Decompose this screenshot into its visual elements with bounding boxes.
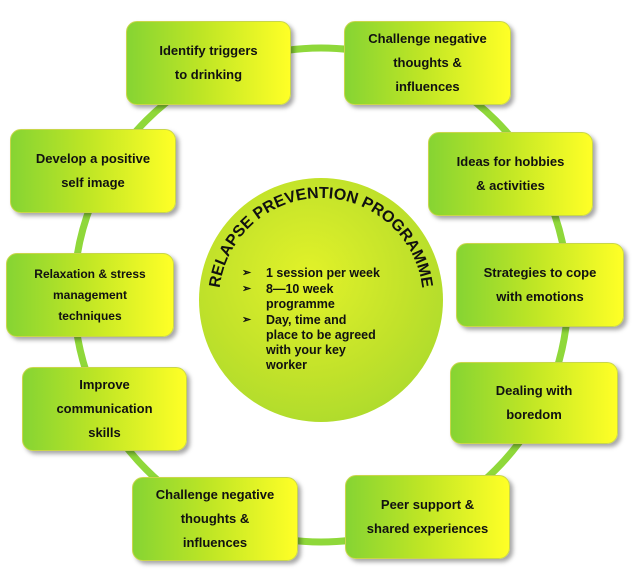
box-label-line: with emotions xyxy=(496,289,584,304)
center-circle xyxy=(199,178,443,422)
box-label-line: Challenge negative xyxy=(368,31,487,46)
center-bullet-line: 8—10 week xyxy=(266,282,334,296)
center-bullet-line: with your key xyxy=(266,343,346,357)
box-label-line: techniques xyxy=(58,308,122,323)
box-label-line: Peer support & xyxy=(380,497,475,512)
center-title-arc: RELAPSE PREVENTION PROGRAMME xyxy=(207,185,436,289)
box-communication: Improve communication skills xyxy=(22,367,187,451)
box-label-line: management xyxy=(52,287,127,302)
box-label-line: Develop a positive xyxy=(35,151,151,166)
box-label-line: influences xyxy=(395,79,460,94)
box-label-line: to drinking xyxy=(174,67,243,82)
center-bullet: ➢ 1 session per week xyxy=(242,266,412,281)
box-label-line: shared experiences xyxy=(366,521,489,536)
box-challenge-negative-bottom: Challenge negative thoughts & influences xyxy=(132,477,298,561)
box-label: Identify triggers to drinking xyxy=(159,39,257,87)
box-label-line: & activities xyxy=(476,178,545,193)
box-label-line: thoughts & xyxy=(180,511,250,526)
center-bullet-line: worker xyxy=(266,358,307,372)
arrow-bullet-icon: ➢ xyxy=(242,283,252,295)
box-label-line: Dealing with xyxy=(495,383,573,398)
box-label-line: Identify triggers xyxy=(159,43,258,58)
box-peer-support: Peer support & shared experiences xyxy=(345,475,510,559)
box-boredom: Dealing with boredom xyxy=(450,362,618,444)
box-label: Peer support & shared experiences xyxy=(367,493,488,541)
box-self-image: Develop a positive self image xyxy=(10,129,176,213)
center-bullet-line: Day, time and xyxy=(266,313,347,327)
box-label-line: Ideas for hobbies xyxy=(456,154,565,169)
box-identify-triggers: Identify triggers to drinking xyxy=(126,21,291,105)
box-relaxation: Relaxation & stress management techniques xyxy=(6,253,174,337)
center-bullet-line: 1 session per week xyxy=(266,266,380,280)
box-cope-emotions: Strategies to cope with emotions xyxy=(456,243,624,327)
box-label: Improve communication skills xyxy=(56,373,152,445)
center-bullet-line: programme xyxy=(266,297,335,311)
arrow-bullet-icon: ➢ xyxy=(242,314,252,326)
box-label-line: thoughts & xyxy=(393,55,462,70)
box-label-line: self image xyxy=(61,175,125,190)
box-label: Challenge negative thoughts & influences xyxy=(368,27,486,99)
box-label-line: influences xyxy=(182,535,248,550)
box-hobbies: Ideas for hobbies & activities xyxy=(428,132,593,216)
arrow-bullet-icon: ➢ xyxy=(242,267,252,279)
box-challenge-negative-top: Challenge negative thoughts & influences xyxy=(344,21,511,105)
box-label-line: Strategies to cope xyxy=(483,265,597,280)
box-label: Develop a positive self image xyxy=(36,147,150,195)
box-label-line: Relaxation & stress xyxy=(34,266,146,281)
box-label-line: skills xyxy=(88,425,121,440)
box-label-line: boredom xyxy=(506,407,562,422)
box-label: Challenge negative thoughts & influences xyxy=(156,483,274,555)
box-label-line: communication xyxy=(56,401,153,416)
box-label: Dealing with boredom xyxy=(496,379,573,427)
box-label: Ideas for hobbies & activities xyxy=(457,150,565,198)
center-bullet-line: place to be agreed xyxy=(266,328,376,342)
box-label-line: Improve xyxy=(79,377,130,392)
box-label: Relaxation & stress management techniques xyxy=(34,264,145,327)
box-label: Strategies to cope with emotions xyxy=(484,261,597,309)
box-label-line: Challenge negative xyxy=(155,487,275,502)
